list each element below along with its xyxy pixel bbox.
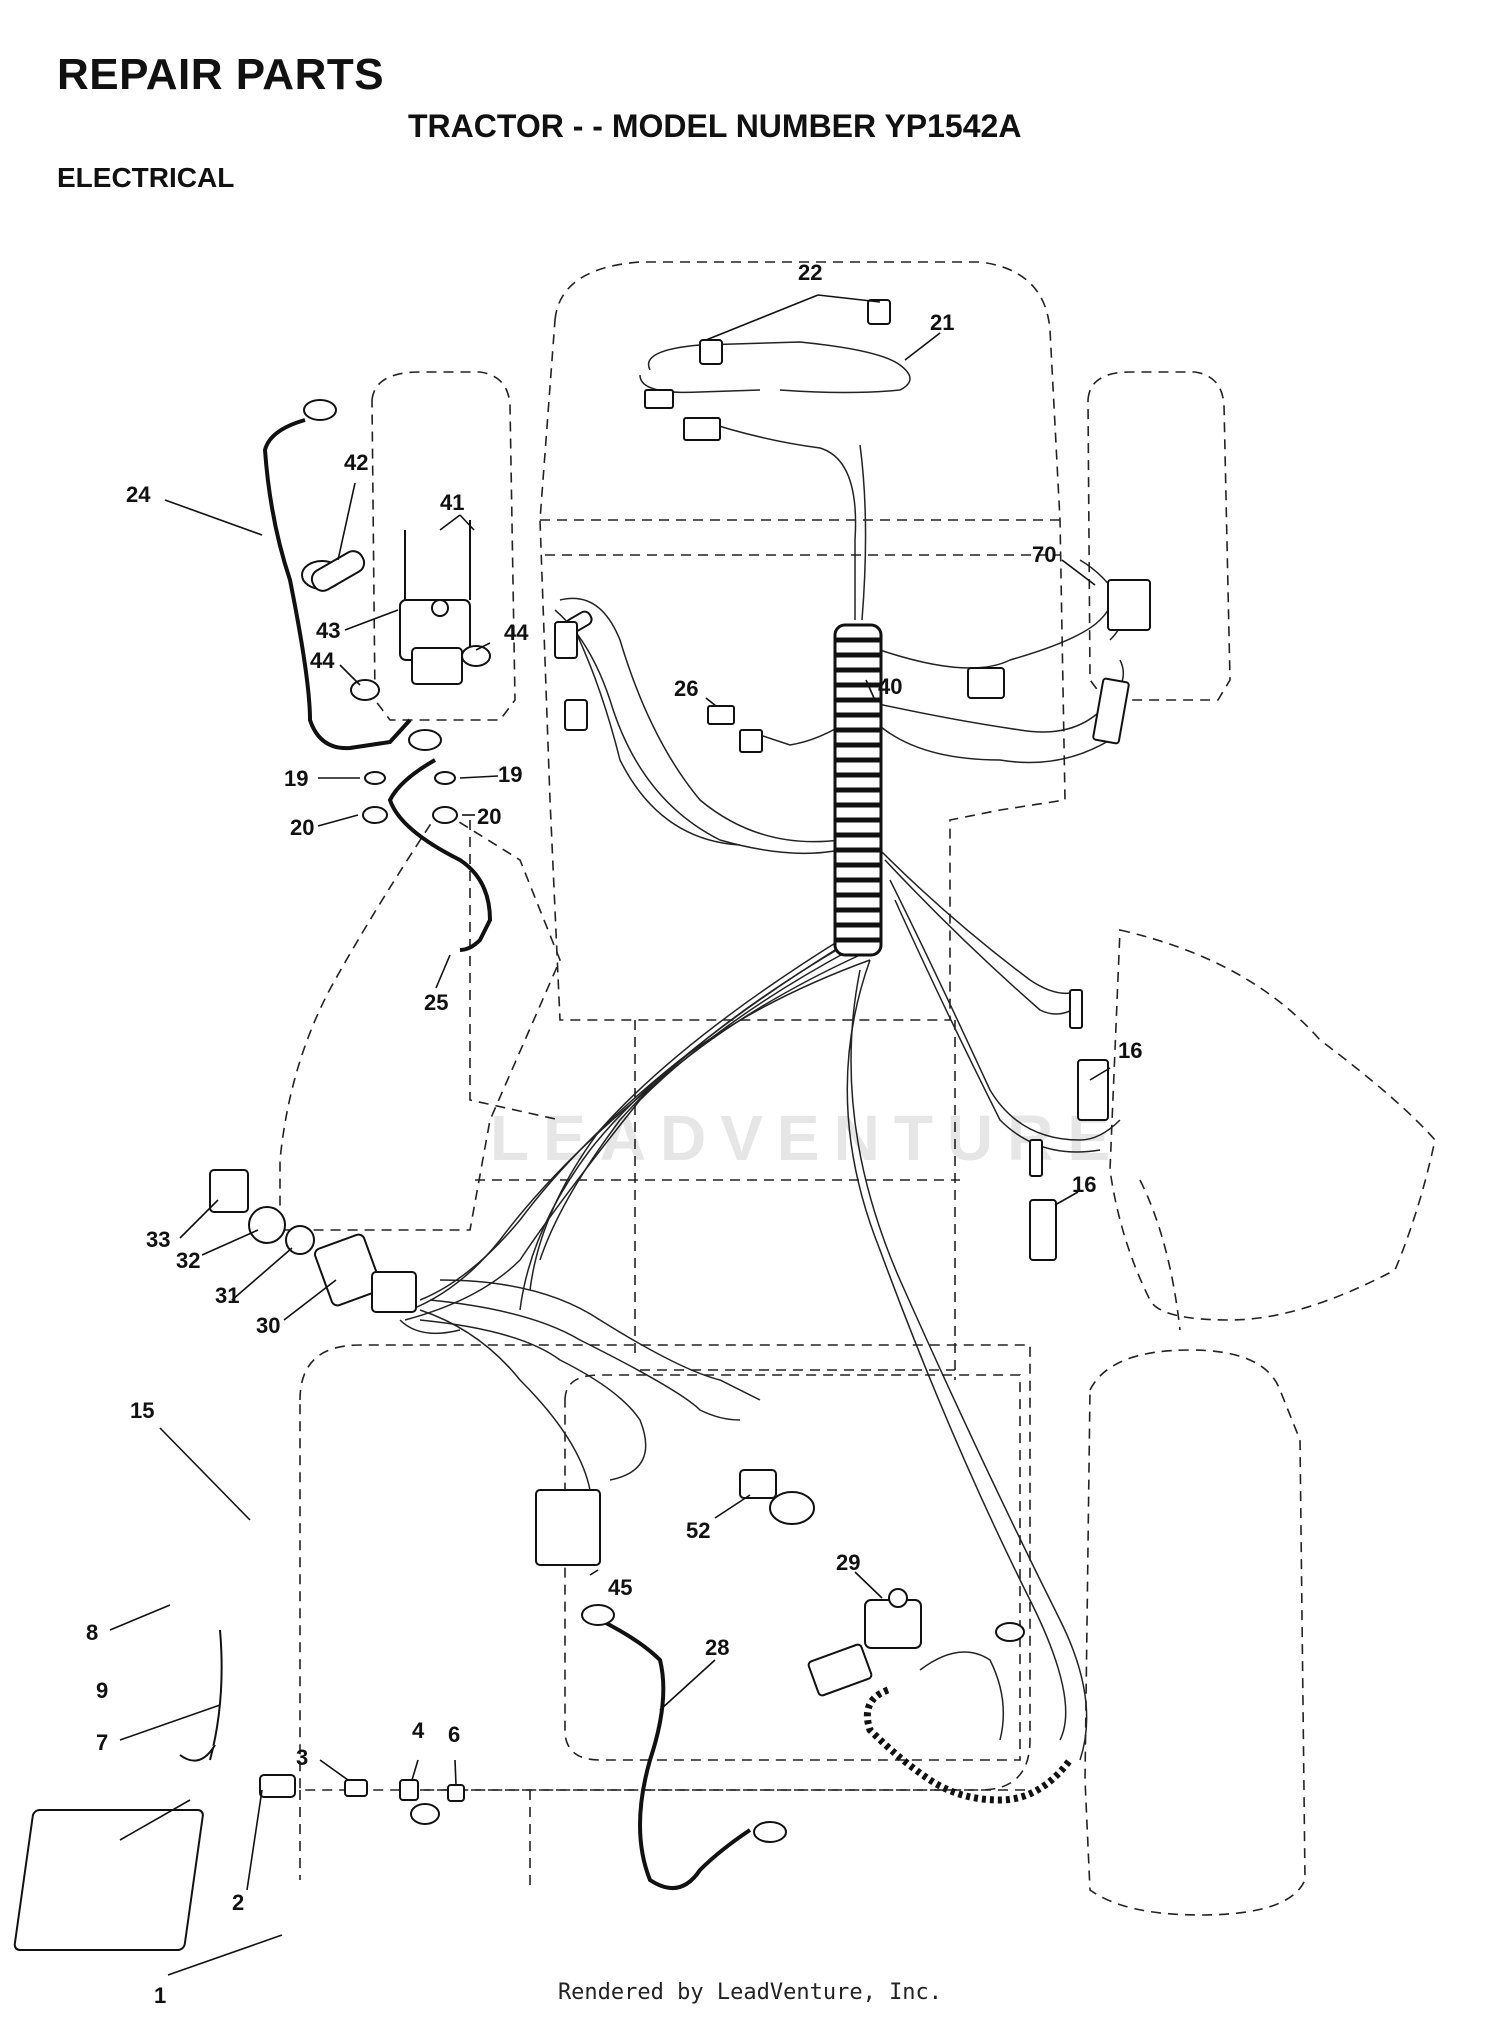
callout-52: 52 (686, 1518, 710, 1543)
callout-43: 43 (316, 618, 340, 643)
callout-8: 8 (86, 1620, 98, 1645)
callout-31: 31 (215, 1283, 239, 1308)
callout-15: 15 (130, 1398, 154, 1423)
callout-1: 1 (154, 1983, 166, 2008)
callout-32: 32 (176, 1248, 200, 1273)
callout-labels: 1 2 3 4 6 7 8 9 15 16 16 19 19 20 20 21 … (86, 260, 1142, 2008)
callout-21: 21 (930, 310, 954, 335)
watermark: LEADVENTURE (490, 1102, 1124, 1174)
callout-3: 3 (296, 1745, 308, 1770)
callout-20-left: 20 (290, 815, 314, 840)
callout-44-right: 44 (504, 620, 529, 645)
callout-6: 6 (448, 1722, 460, 1747)
callout-16-lower: 16 (1072, 1172, 1096, 1197)
callout-44-left: 44 (310, 648, 335, 673)
callout-70: 70 (1032, 542, 1056, 567)
section-title: ELECTRICAL (57, 162, 235, 193)
footer-credit: Rendered by LeadVenture, Inc. (557, 1980, 943, 2005)
callout-26: 26 (674, 676, 698, 701)
parts (13, 299, 1151, 1951)
callout-19-right: 19 (498, 762, 522, 787)
model-subtitle: TRACTOR - - MODEL NUMBER YP1542A (408, 108, 1022, 144)
callout-33: 33 (146, 1227, 170, 1252)
cables (262, 418, 1073, 1890)
callout-45: 45 (608, 1575, 632, 1600)
callout-2: 2 (232, 1890, 244, 1915)
callout-28: 28 (705, 1635, 729, 1660)
wiring-harness (399, 341, 1125, 1761)
callout-42: 42 (344, 450, 368, 475)
callout-7: 7 (96, 1730, 108, 1755)
callout-20-right: 20 (477, 804, 501, 829)
leader-lines (109, 294, 1111, 1976)
callout-4: 4 (412, 1718, 425, 1743)
callout-29: 29 (836, 1550, 860, 1575)
callout-19-left: 19 (284, 766, 308, 791)
callout-9: 9 (96, 1678, 108, 1703)
callout-24: 24 (126, 482, 151, 507)
wire-conduit (833, 623, 883, 957)
callout-22: 22 (798, 260, 822, 285)
callout-30: 30 (256, 1313, 280, 1338)
callout-41: 41 (440, 490, 464, 515)
callout-16-upper: 16 (1118, 1038, 1142, 1063)
callout-40: 40 (878, 674, 902, 699)
tractor-outline (279, 261, 1436, 1916)
page-title: REPAIR PARTS (57, 50, 385, 99)
callout-25: 25 (424, 990, 448, 1015)
